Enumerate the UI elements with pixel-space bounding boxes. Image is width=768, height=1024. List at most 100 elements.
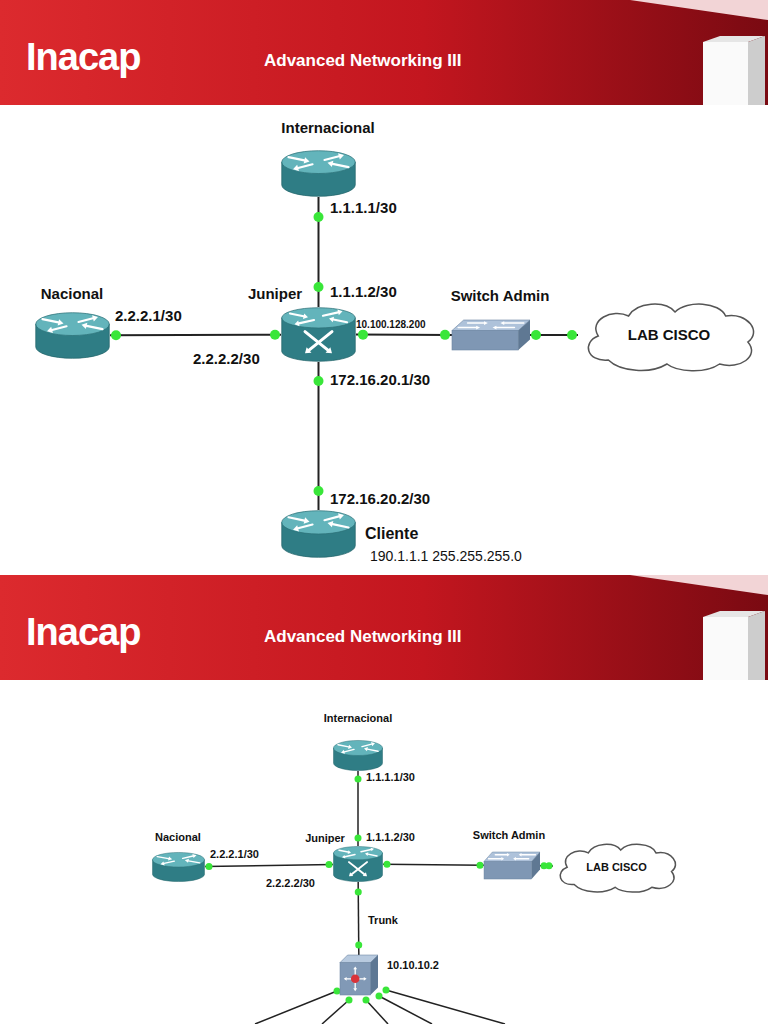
router-arrow-head: [328, 521, 334, 527]
switch-arrow-head: [353, 966, 357, 969]
device-label: Nacional: [7, 285, 137, 302]
link-dot: [355, 888, 362, 895]
ip-address-label: 2.2.2.2/30: [193, 350, 260, 367]
device-address: 190.1.1.1 255.255.255.0: [370, 548, 522, 564]
cube-front: [703, 617, 748, 680]
switching-arrow: [309, 332, 332, 350]
link-dot: [355, 942, 362, 949]
router-arrow: [361, 849, 371, 851]
ip-address-label: 2.2.2.1/30: [210, 848, 259, 861]
link-dot: [111, 330, 121, 340]
device-label: Juniper: [210, 285, 340, 302]
link-dot: [376, 993, 383, 1000]
router-arrow: [157, 857, 168, 859]
switch-arrow-head: [493, 326, 497, 330]
router-arrow-head: [341, 750, 345, 754]
router-arrow: [368, 854, 377, 856]
link-dot: [346, 997, 353, 1004]
switch-front: [340, 963, 370, 995]
switch-top: [484, 852, 540, 861]
router-arrow: [325, 516, 339, 520]
router-arrow: [333, 164, 349, 167]
switching-arrow: [349, 862, 364, 874]
switch-top: [452, 320, 530, 331]
downlink-wire: [366, 1000, 388, 1024]
downlink-wire: [386, 990, 505, 1024]
link-dot: [270, 330, 280, 340]
router-arrow-head: [365, 852, 368, 856]
switch-side: [370, 955, 378, 995]
router-arrow: [290, 314, 304, 317]
router-node: Internacional: [281, 150, 356, 197]
router-arrow: [333, 319, 347, 322]
switch-arrow: [516, 858, 529, 859]
link-dot: [567, 330, 577, 340]
header-fill: [0, 0, 768, 105]
link-dot: [363, 997, 370, 1004]
router-arrow: [164, 861, 174, 863]
router-arrow: [52, 326, 66, 330]
switching-arrow-head: [305, 347, 311, 353]
ip-address-label: 1.1.1.2/30: [366, 831, 415, 844]
ip-address-label: 1.1.1.2/30: [330, 283, 397, 300]
header-swoosh: [630, 0, 768, 20]
network-link: [540, 865, 553, 867]
link-dot: [383, 861, 390, 868]
router-icon: [333, 740, 383, 771]
link-dot: [477, 862, 484, 869]
router-arrow: [43, 319, 59, 322]
router-node: Internacional: [333, 740, 383, 771]
brand-logo: Inacap: [26, 611, 140, 655]
device-label: Switch Admin: [435, 287, 565, 304]
cloud-node: LAB CISCO: [553, 840, 680, 893]
router-arrow: [345, 855, 355, 857]
link-dot: [440, 330, 450, 340]
router-arrow-head: [185, 859, 189, 863]
slide-title: Advanced Networking III: [264, 51, 461, 71]
router-top: [282, 151, 356, 174]
router-arrow-head: [82, 323, 88, 329]
switching-arrow: [352, 862, 367, 874]
switch-arrow: [504, 322, 524, 324]
downlink-wire: [255, 991, 337, 1024]
router-arrow: [325, 156, 339, 160]
router-top: [153, 852, 205, 867]
router-arrow: [87, 326, 103, 329]
link-dot: [326, 861, 333, 868]
switch-node: Switch Admin: [452, 320, 530, 350]
switch-arrow-head: [344, 977, 347, 981]
router-arrow: [289, 157, 305, 160]
link-dot: [314, 486, 324, 496]
switching-arrow: [305, 332, 328, 350]
router-icon: [35, 312, 110, 359]
network-link: [383, 863, 484, 865]
device-label: Cliente: [365, 525, 418, 543]
router-node: Cliente190.1.1.1 255.255.255.0: [281, 510, 356, 558]
switch-arrow-head: [364, 977, 367, 981]
router-arrow-head: [328, 161, 334, 167]
switch-arrow-head: [484, 321, 488, 325]
router-arrow-head: [293, 165, 299, 171]
ip-address-label: 1.1.1.1/30: [366, 771, 415, 784]
cube-front: [703, 42, 748, 105]
link-dot: [314, 376, 324, 386]
header-swoosh: [630, 575, 768, 595]
router-arrow: [298, 525, 312, 529]
link-dot: [314, 212, 324, 222]
header-fill: [0, 575, 768, 680]
router-node: Nacional: [35, 312, 110, 359]
network-link: [318, 197, 320, 307]
router-arrow: [188, 861, 199, 863]
network-link: [357, 882, 359, 955]
link-dot: [205, 863, 212, 870]
router-node: Nacional: [152, 852, 205, 882]
switch-arrow: [496, 327, 514, 329]
router-arrow: [183, 856, 193, 858]
device-label: Internacional: [263, 119, 393, 136]
cube-side: [748, 611, 765, 680]
juniper-router-icon: [281, 307, 356, 362]
link-dot: [540, 862, 547, 869]
routing-star: [351, 975, 360, 984]
switch-arrow-head: [476, 326, 480, 330]
switch-icon: [452, 320, 530, 350]
